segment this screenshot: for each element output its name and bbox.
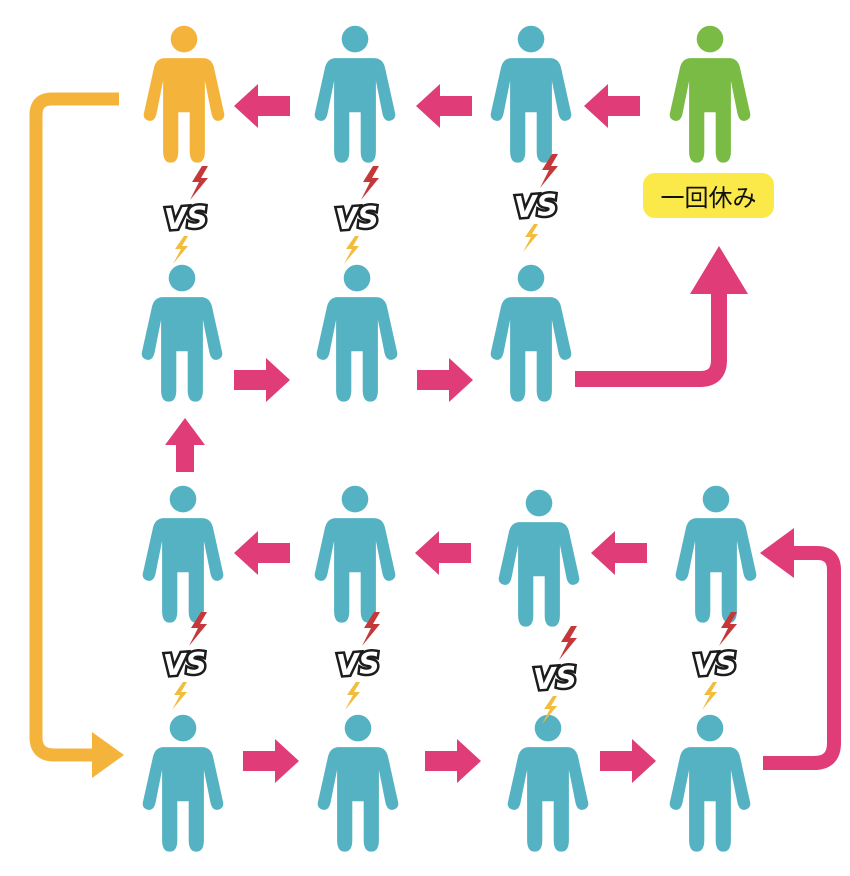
arrow-icon	[600, 739, 656, 783]
person-icon	[314, 485, 396, 623]
vs-text: VS	[335, 646, 381, 683]
arrow-icon	[425, 739, 481, 783]
arrow-icon	[591, 531, 647, 575]
person-icon	[498, 489, 580, 627]
vs-badge: VS	[160, 612, 210, 710]
person-icon	[490, 264, 572, 402]
vs-text: VS	[163, 200, 209, 237]
person-icon	[314, 25, 396, 163]
arrow-icon	[234, 358, 290, 402]
person-icon	[675, 485, 757, 623]
bend-arrow-upper-head	[690, 246, 748, 294]
vs-text: VS	[692, 646, 738, 683]
arrow-icon	[234, 84, 290, 128]
bend-arrow-lower-head	[760, 528, 794, 578]
vs-badge: VS	[332, 166, 382, 264]
person-icon	[507, 714, 589, 852]
person-icon	[490, 25, 572, 163]
vs-badge: VS	[161, 166, 211, 264]
arrow-icon	[416, 84, 472, 128]
vs-text: VS	[532, 660, 578, 697]
person-icon	[143, 25, 225, 163]
up-arrow	[165, 418, 205, 472]
bend-arrow-upper	[575, 285, 727, 387]
vs-text: VS	[513, 188, 559, 225]
arrow-icon	[417, 358, 473, 402]
vs-text: VS	[334, 200, 380, 237]
person-icon	[142, 485, 224, 623]
arrow-icon	[243, 739, 299, 783]
vs-badge: VS	[511, 154, 561, 252]
person-icon	[669, 25, 751, 163]
arrow-icon	[234, 531, 290, 575]
return-path	[29, 92, 119, 762]
person-icon	[669, 714, 751, 852]
vs-badge: VS	[333, 612, 383, 710]
person-icon	[141, 264, 223, 402]
arrow-icon	[584, 84, 640, 128]
vs-badge: VS	[530, 626, 580, 724]
person-icon	[316, 264, 398, 402]
rest-label: 一回休み	[643, 173, 774, 218]
person-icon	[142, 714, 224, 852]
vs-text: VS	[162, 646, 208, 683]
rest-label-text: 一回休み	[660, 184, 757, 212]
bend-arrow-lower	[763, 546, 841, 770]
arrow-icon	[415, 531, 471, 575]
vs-badge: VS	[690, 612, 740, 710]
person-icon	[317, 714, 399, 852]
return-path-arrowhead	[92, 732, 124, 778]
